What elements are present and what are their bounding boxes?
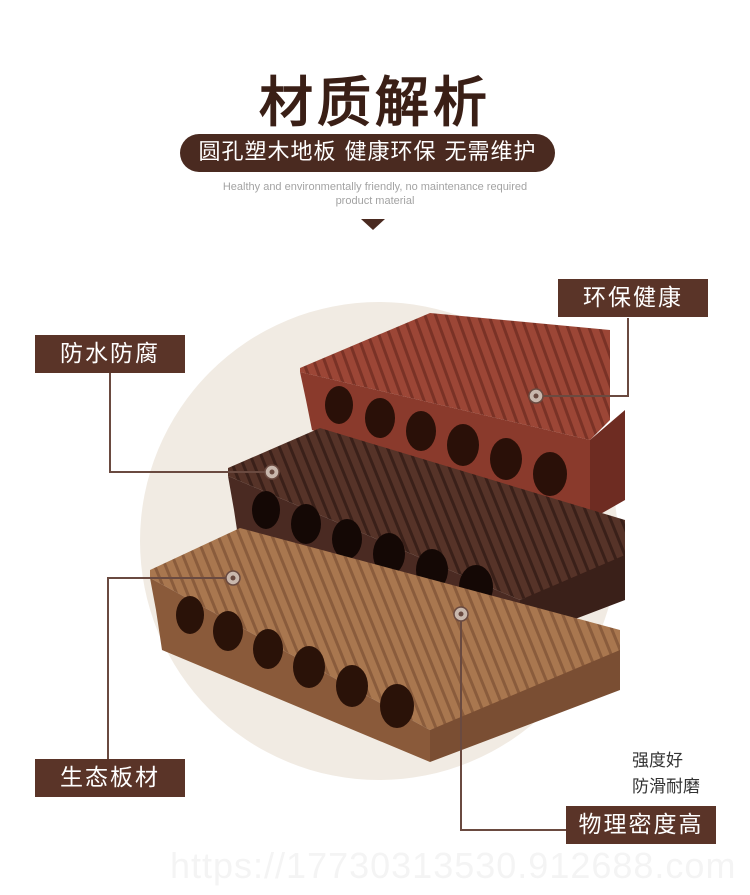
page-title: 材质解析 (259, 70, 491, 134)
note-anti-slip: 防滑耐磨 (632, 777, 700, 797)
callout-waterproof: 防水防腐 (35, 335, 185, 373)
note-strength: 强度好 (632, 751, 683, 771)
watermark-url: https://17730313530.912688.com (170, 845, 737, 886)
subtitle-pill: 圆孔塑木地板 健康环保 无需维护 (180, 134, 555, 172)
board-red (300, 313, 625, 520)
callout-ecological-board: 生态板材 (35, 759, 185, 797)
english-subtitle-line1: Healthy and environmentally friendly, no… (222, 181, 528, 193)
callout-lines (107, 318, 629, 831)
down-arrow-icon (361, 219, 385, 230)
callout-high-density: 物理密度高 (566, 806, 716, 844)
english-subtitle-line2: product material (335, 195, 415, 207)
callout-eco: 环保健康 (558, 279, 708, 317)
callout-dots (225, 388, 544, 622)
board-light (150, 528, 620, 762)
